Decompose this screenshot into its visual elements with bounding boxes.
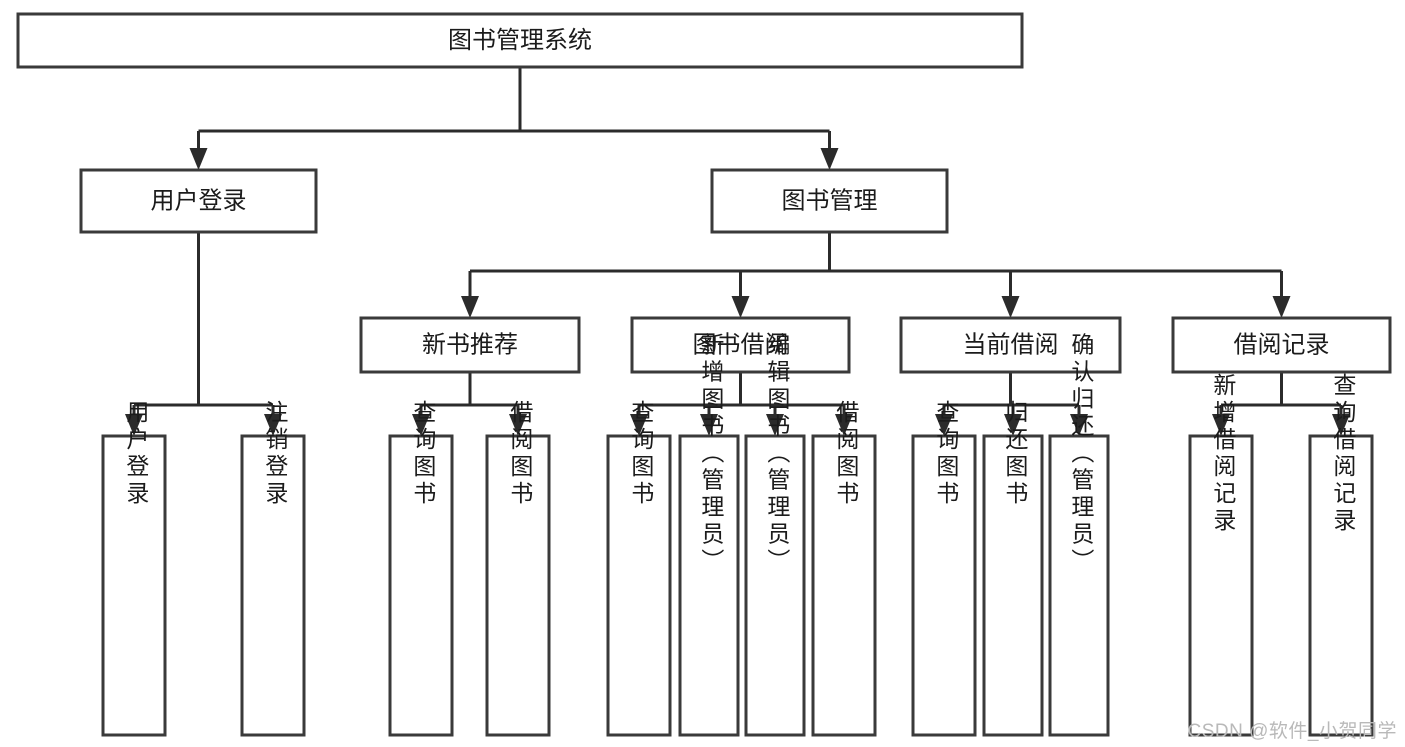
node-box — [811, 434, 877, 737]
node-label: 借阅图书 — [507, 400, 534, 508]
arrow-head — [1001, 296, 1020, 318]
arrow-head — [1272, 296, 1291, 318]
leaf-node-11[interactable]: 新增借阅记录 — [1188, 373, 1254, 737]
node-label: 图书管理 — [782, 187, 878, 214]
leaf-node-2[interactable]: 查询图书 — [388, 400, 454, 737]
node-layer: 图书管理系统用户登录图书管理新书推荐图书借阅当前借阅借阅记录用户登录注销登录查询… — [16, 12, 1392, 737]
node-label: 用户登录 — [123, 400, 150, 508]
leaf-node-0[interactable]: 用户登录 — [101, 400, 167, 737]
leaf-node-9[interactable]: 归还图书 — [982, 400, 1044, 737]
node-box — [359, 316, 581, 374]
level3-node-3[interactable]: 借阅记录 — [1171, 316, 1392, 374]
node-box — [606, 434, 672, 737]
level3-node-2[interactable]: 当前借阅 — [899, 316, 1122, 374]
leaf-node-1[interactable]: 注销登录 — [240, 400, 306, 737]
node-label: 查询图书 — [410, 400, 437, 508]
node-label: 图书借阅 — [693, 331, 789, 358]
arrow-head — [1212, 414, 1230, 436]
arrow-head — [509, 414, 527, 436]
node-box — [899, 316, 1122, 374]
node-label: 新增图书（管理员） — [698, 333, 725, 576]
node-label: 图书管理系统 — [448, 27, 592, 54]
node-box — [710, 168, 949, 234]
arrow-head — [731, 296, 750, 318]
arrow-head — [1004, 414, 1022, 436]
leaf-node-8[interactable]: 查询图书 — [911, 400, 977, 737]
node-box — [1188, 434, 1254, 737]
leaf-node-6[interactable]: 编辑图书（管理员） — [744, 333, 806, 737]
leaf-node-4[interactable]: 查询图书 — [606, 400, 672, 737]
arrow-head — [125, 414, 143, 436]
node-label: 查询借阅记录 — [1330, 373, 1357, 535]
arrow-head — [820, 148, 839, 170]
node-label: 借阅图书 — [833, 400, 860, 508]
node-box — [982, 434, 1044, 737]
node-label: 注销登录 — [262, 400, 289, 508]
level3-node-0[interactable]: 新书推荐 — [359, 316, 581, 374]
arrow-head — [412, 414, 430, 436]
node-box — [744, 434, 806, 737]
node-label: 归还图书 — [1002, 400, 1029, 508]
node-label: 查询图书 — [628, 400, 655, 508]
node-box — [1308, 434, 1374, 737]
node-box — [678, 434, 740, 737]
node-label: 编辑图书（管理员） — [764, 333, 791, 576]
node-label: 新书推荐 — [422, 331, 518, 358]
node-label: 用户登录 — [151, 187, 247, 214]
arrow-head — [1332, 414, 1350, 436]
node-box — [101, 434, 167, 737]
node-box — [1048, 434, 1110, 737]
watermark-text: CSDN @软件_小贺同学 — [1187, 721, 1397, 742]
node-box — [240, 434, 306, 737]
root-node-library-system[interactable]: 图书管理系统 — [16, 12, 1024, 69]
node-box — [388, 434, 454, 737]
node-label: 新增借阅记录 — [1210, 373, 1237, 535]
node-box — [1171, 316, 1392, 374]
level2-node-0[interactable]: 用户登录 — [79, 168, 318, 234]
node-box — [79, 168, 318, 234]
node-label: 当前借阅 — [963, 331, 1059, 358]
leaf-node-3[interactable]: 借阅图书 — [485, 400, 551, 737]
node-box — [485, 434, 551, 737]
arrow-head — [766, 414, 784, 436]
node-box — [16, 12, 1024, 69]
node-box — [630, 316, 851, 374]
node-label: 查询图书 — [933, 400, 960, 508]
arrow-head — [630, 414, 648, 436]
leaf-node-5[interactable]: 新增图书（管理员） — [678, 333, 740, 737]
arrow-head — [835, 414, 853, 436]
connector-layer — [125, 67, 1350, 436]
leaf-node-12[interactable]: 查询借阅记录 — [1308, 373, 1374, 737]
arrow-head — [461, 296, 479, 318]
node-label: 确认归还（管理员） — [1068, 333, 1095, 576]
leaf-node-10[interactable]: 确认归还（管理员） — [1048, 333, 1110, 737]
node-label: 借阅记录 — [1234, 331, 1330, 358]
node-box — [911, 434, 977, 737]
arrow-head — [189, 148, 208, 170]
arrow-head — [1070, 414, 1088, 436]
arrow-head — [935, 414, 953, 436]
level3-node-1[interactable]: 图书借阅 — [630, 316, 851, 374]
level2-node-1[interactable]: 图书管理 — [710, 168, 949, 234]
leaf-node-7[interactable]: 借阅图书 — [811, 400, 877, 737]
arrow-head — [264, 414, 282, 436]
arrow-head — [700, 414, 718, 436]
